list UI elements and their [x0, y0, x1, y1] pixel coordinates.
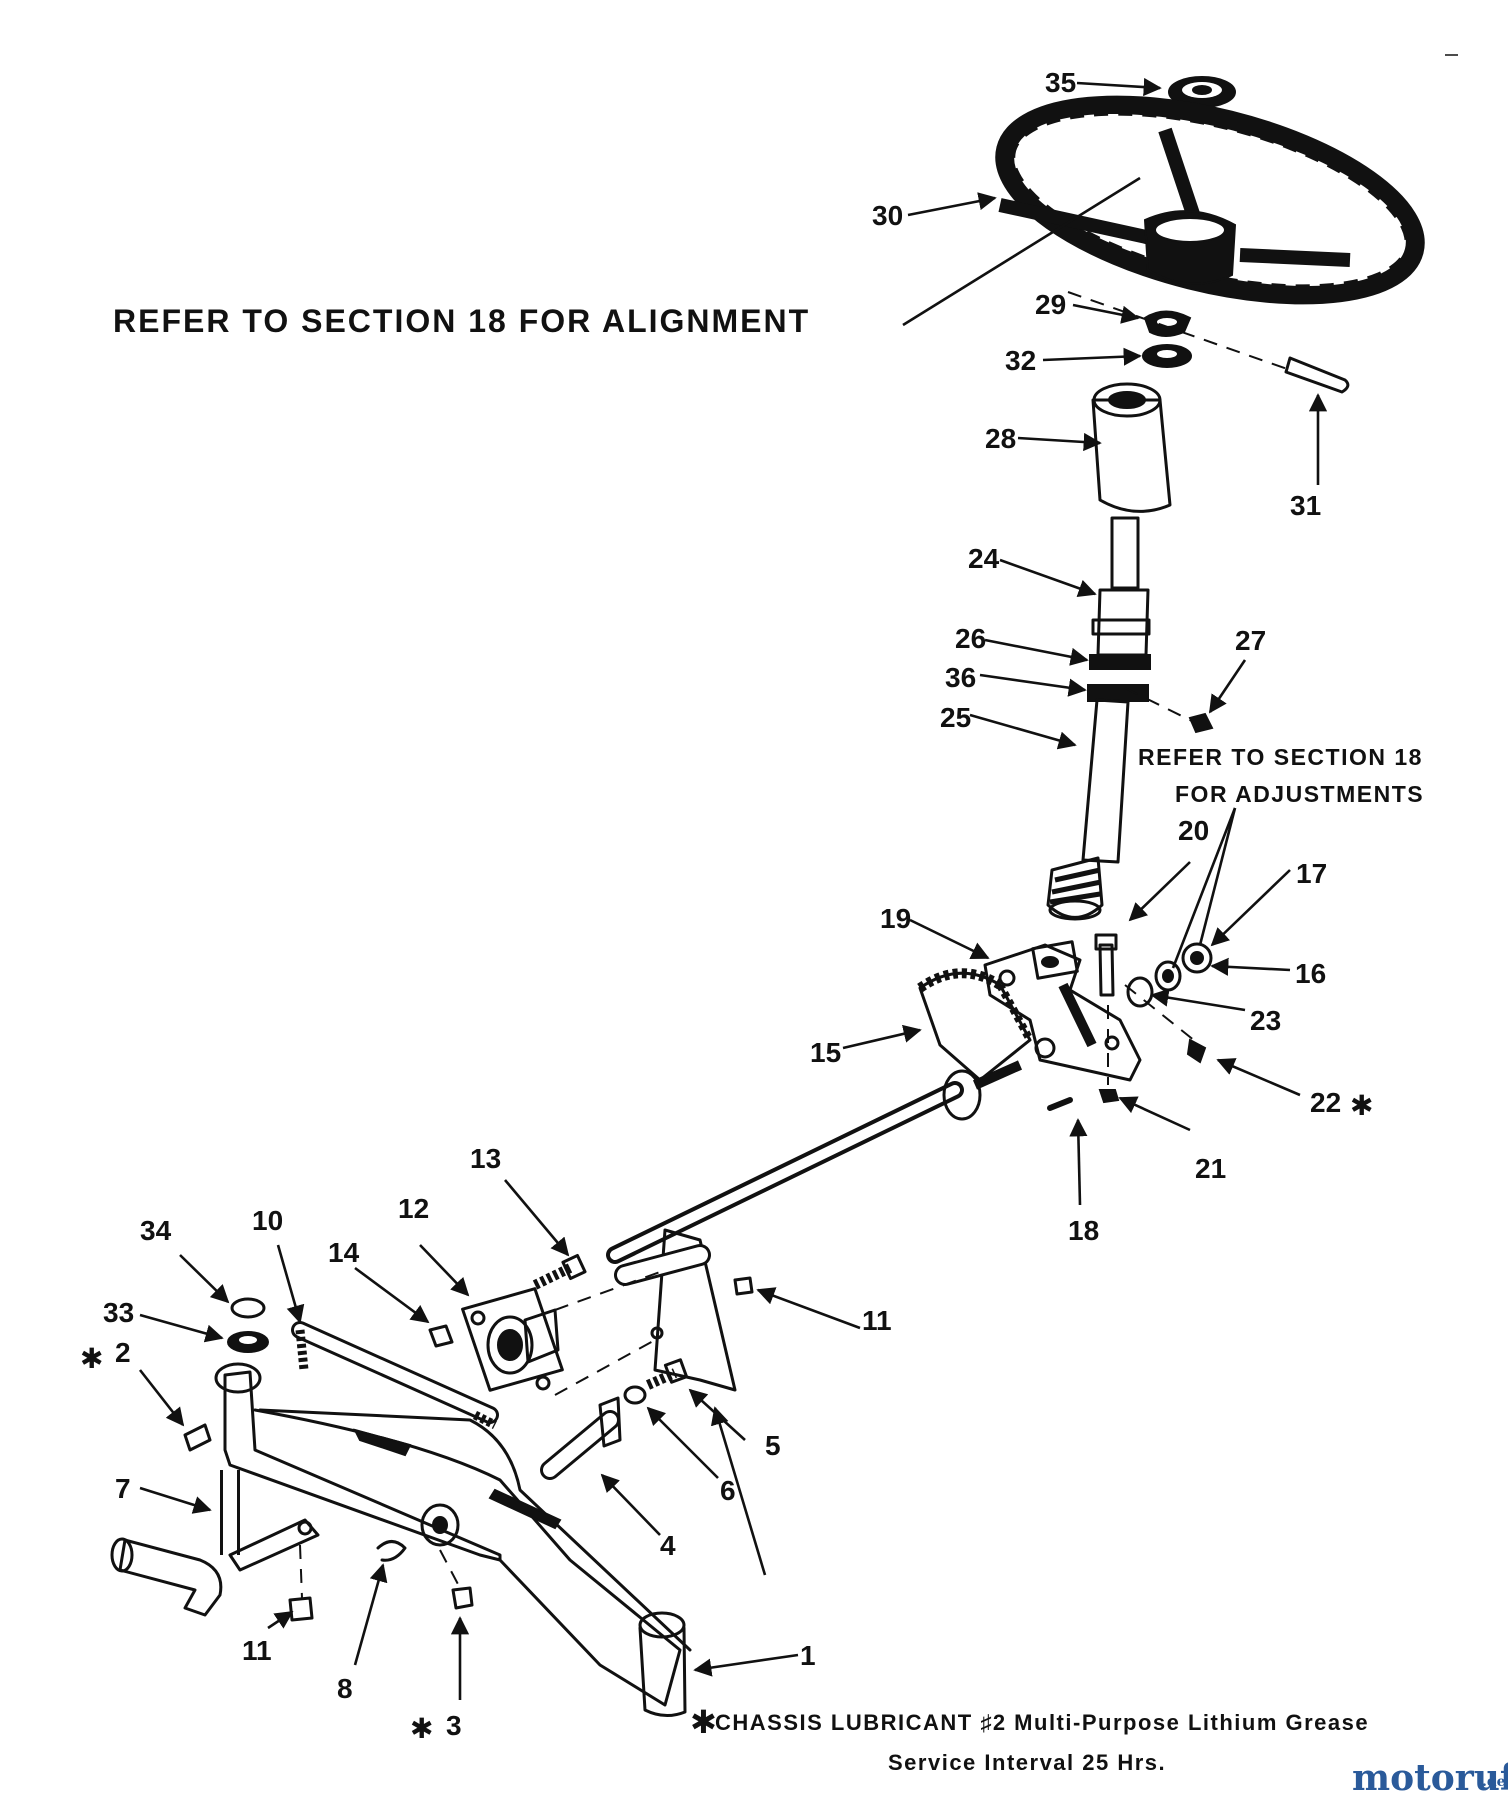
tie-rod-10 [291, 1321, 499, 1430]
pivot-pin-4 [540, 1396, 622, 1480]
callout-30: 30 [872, 200, 903, 231]
callout-34: 34 [140, 1215, 172, 1246]
callout-18: 18 [1068, 1215, 1099, 1246]
steering-cap-35 [1168, 76, 1236, 108]
callout-6: 6 [720, 1475, 736, 1506]
roll-pin-31 [1067, 291, 1350, 394]
bolt-13 [532, 1253, 587, 1290]
washer-32 [1142, 344, 1192, 368]
set-screw-27 [1188, 712, 1214, 734]
callout-15: 15 [810, 1037, 841, 1068]
callout-3: 3 [446, 1710, 462, 1741]
adjustments-note-line2: FOR ADJUSTMENTS [1175, 781, 1424, 807]
washers-33-34 [227, 1297, 269, 1353]
sector-gear-15 [917, 968, 1034, 1082]
mount-plate [554, 1228, 754, 1396]
callout-23: 23 [1250, 1005, 1281, 1036]
callout-4: 4 [660, 1530, 676, 1561]
bolt-5-washer-6 [623, 1358, 689, 1405]
callout-29: 29 [1035, 289, 1066, 320]
nut-29 [1143, 310, 1192, 337]
callout-3-asterisk: ✱ [410, 1713, 433, 1744]
callout-21: 21 [1195, 1153, 1226, 1184]
drag-link [606, 1060, 1023, 1264]
callout-11-right: 11 [862, 1305, 892, 1336]
watermark-main: motoruf [1352, 1757, 1508, 1799]
nut-14 [428, 1324, 454, 1348]
steering-shaft-24 [1046, 516, 1201, 921]
service-interval-note: Service Interval 25 Hrs. [888, 1750, 1166, 1775]
callout-5: 5 [765, 1430, 781, 1461]
callout-17: 17 [1296, 858, 1327, 889]
adjustments-note-line1: REFER TO SECTION 18 [1138, 744, 1423, 770]
lubricant-note: CHASSIS LUBRICANT ♯2 Multi-Purpose Lithi… [715, 1710, 1369, 1735]
callout-2: 2 [115, 1337, 131, 1368]
callout-25: 25 [940, 702, 971, 733]
callout-19: 19 [880, 903, 911, 934]
callout-13: 13 [470, 1143, 501, 1174]
callout-14: 14 [328, 1237, 360, 1268]
callout-31: 31 [1290, 490, 1321, 521]
clip-8 [376, 1540, 407, 1562]
pivot-bracket-19 [983, 940, 1142, 1082]
watermark-suffix: .de [1482, 1774, 1506, 1790]
callout-8: 8 [337, 1673, 353, 1704]
flange-bearing-12 [461, 1287, 564, 1392]
callout-16: 16 [1295, 958, 1326, 989]
hardware-16-17-20-23 [1047, 933, 1213, 1111]
lubricant-asterisk: ✱ [690, 1704, 717, 1740]
callout-22-asterisk: ✱ [1350, 1090, 1373, 1121]
callout-22: 22 [1310, 1087, 1341, 1118]
callout-10: 10 [252, 1205, 283, 1236]
callout-36: 36 [945, 662, 976, 693]
callout-35: 35 [1045, 67, 1076, 98]
callout-27: 27 [1235, 625, 1266, 656]
alignment-note: REFER TO SECTION 18 FOR ALIGNMENT [113, 303, 810, 339]
grease-fitting-2 [183, 1423, 212, 1452]
callout-12: 12 [398, 1193, 429, 1224]
grease-fitting-3 [439, 1549, 474, 1610]
watermark-logo: motoruf .de [1352, 1757, 1508, 1799]
callout-33: 33 [103, 1297, 134, 1328]
leader-lines [138, 77, 1328, 1700]
callout-28: 28 [985, 423, 1016, 454]
steering-tube-28 [1091, 382, 1172, 513]
callout-1: 1 [800, 1640, 816, 1671]
callout-20: 20 [1178, 815, 1209, 846]
callout-numbers: 35 30 29 32 28 31 24 26 36 25 27 20 17 1… [80, 67, 1373, 1744]
callout-26: 26 [955, 623, 986, 654]
front-axle-1 [214, 1362, 692, 1717]
callout-7: 7 [115, 1473, 131, 1504]
callout-11-left: 11 [242, 1635, 272, 1666]
callout-24: 24 [968, 543, 1000, 574]
callout-32: 32 [1005, 345, 1036, 376]
steering-wheel-30 [995, 95, 1425, 305]
spindle-7 [110, 1470, 320, 1622]
callout-2-asterisk: ✱ [80, 1343, 103, 1374]
